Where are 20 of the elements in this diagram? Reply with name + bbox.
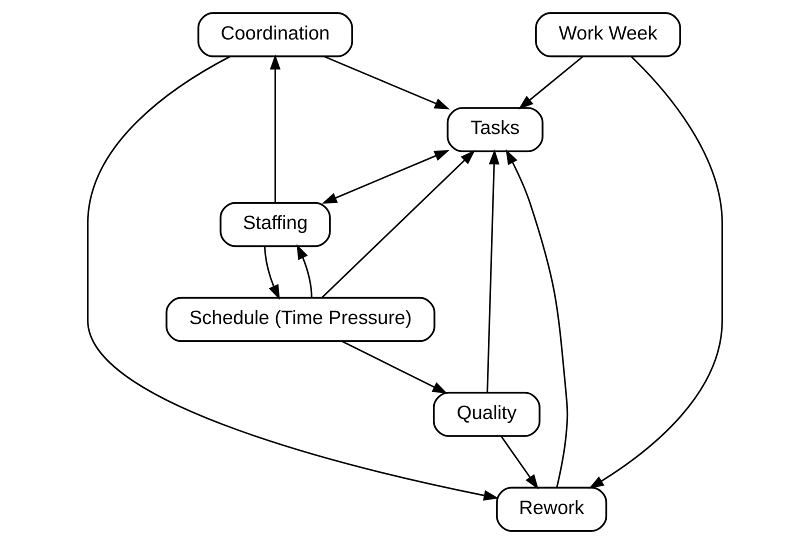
arrow: [86, 56, 498, 501]
node-box: Quality: [432, 392, 540, 437]
arrow: [264, 246, 280, 300]
node-box: Staffing: [219, 202, 330, 248]
arrow: [321, 150, 450, 204]
node-box: Coordination: [196, 12, 353, 58]
arrow: [486, 149, 499, 392]
node-box: Schedule (Time Pressure): [165, 296, 435, 342]
arrow: [269, 54, 280, 202]
arrow: [296, 244, 312, 298]
node-box: Tasks: [446, 107, 543, 152]
arrow: [340, 340, 448, 394]
arrow: [500, 436, 538, 490]
arrow: [588, 56, 722, 489]
arrow: [518, 56, 583, 110]
arrow: [321, 150, 475, 298]
node-box: Rework: [496, 486, 607, 532]
arrow: [323, 56, 450, 110]
node-box: Work Week: [534, 12, 681, 58]
arrow: [505, 149, 568, 488]
